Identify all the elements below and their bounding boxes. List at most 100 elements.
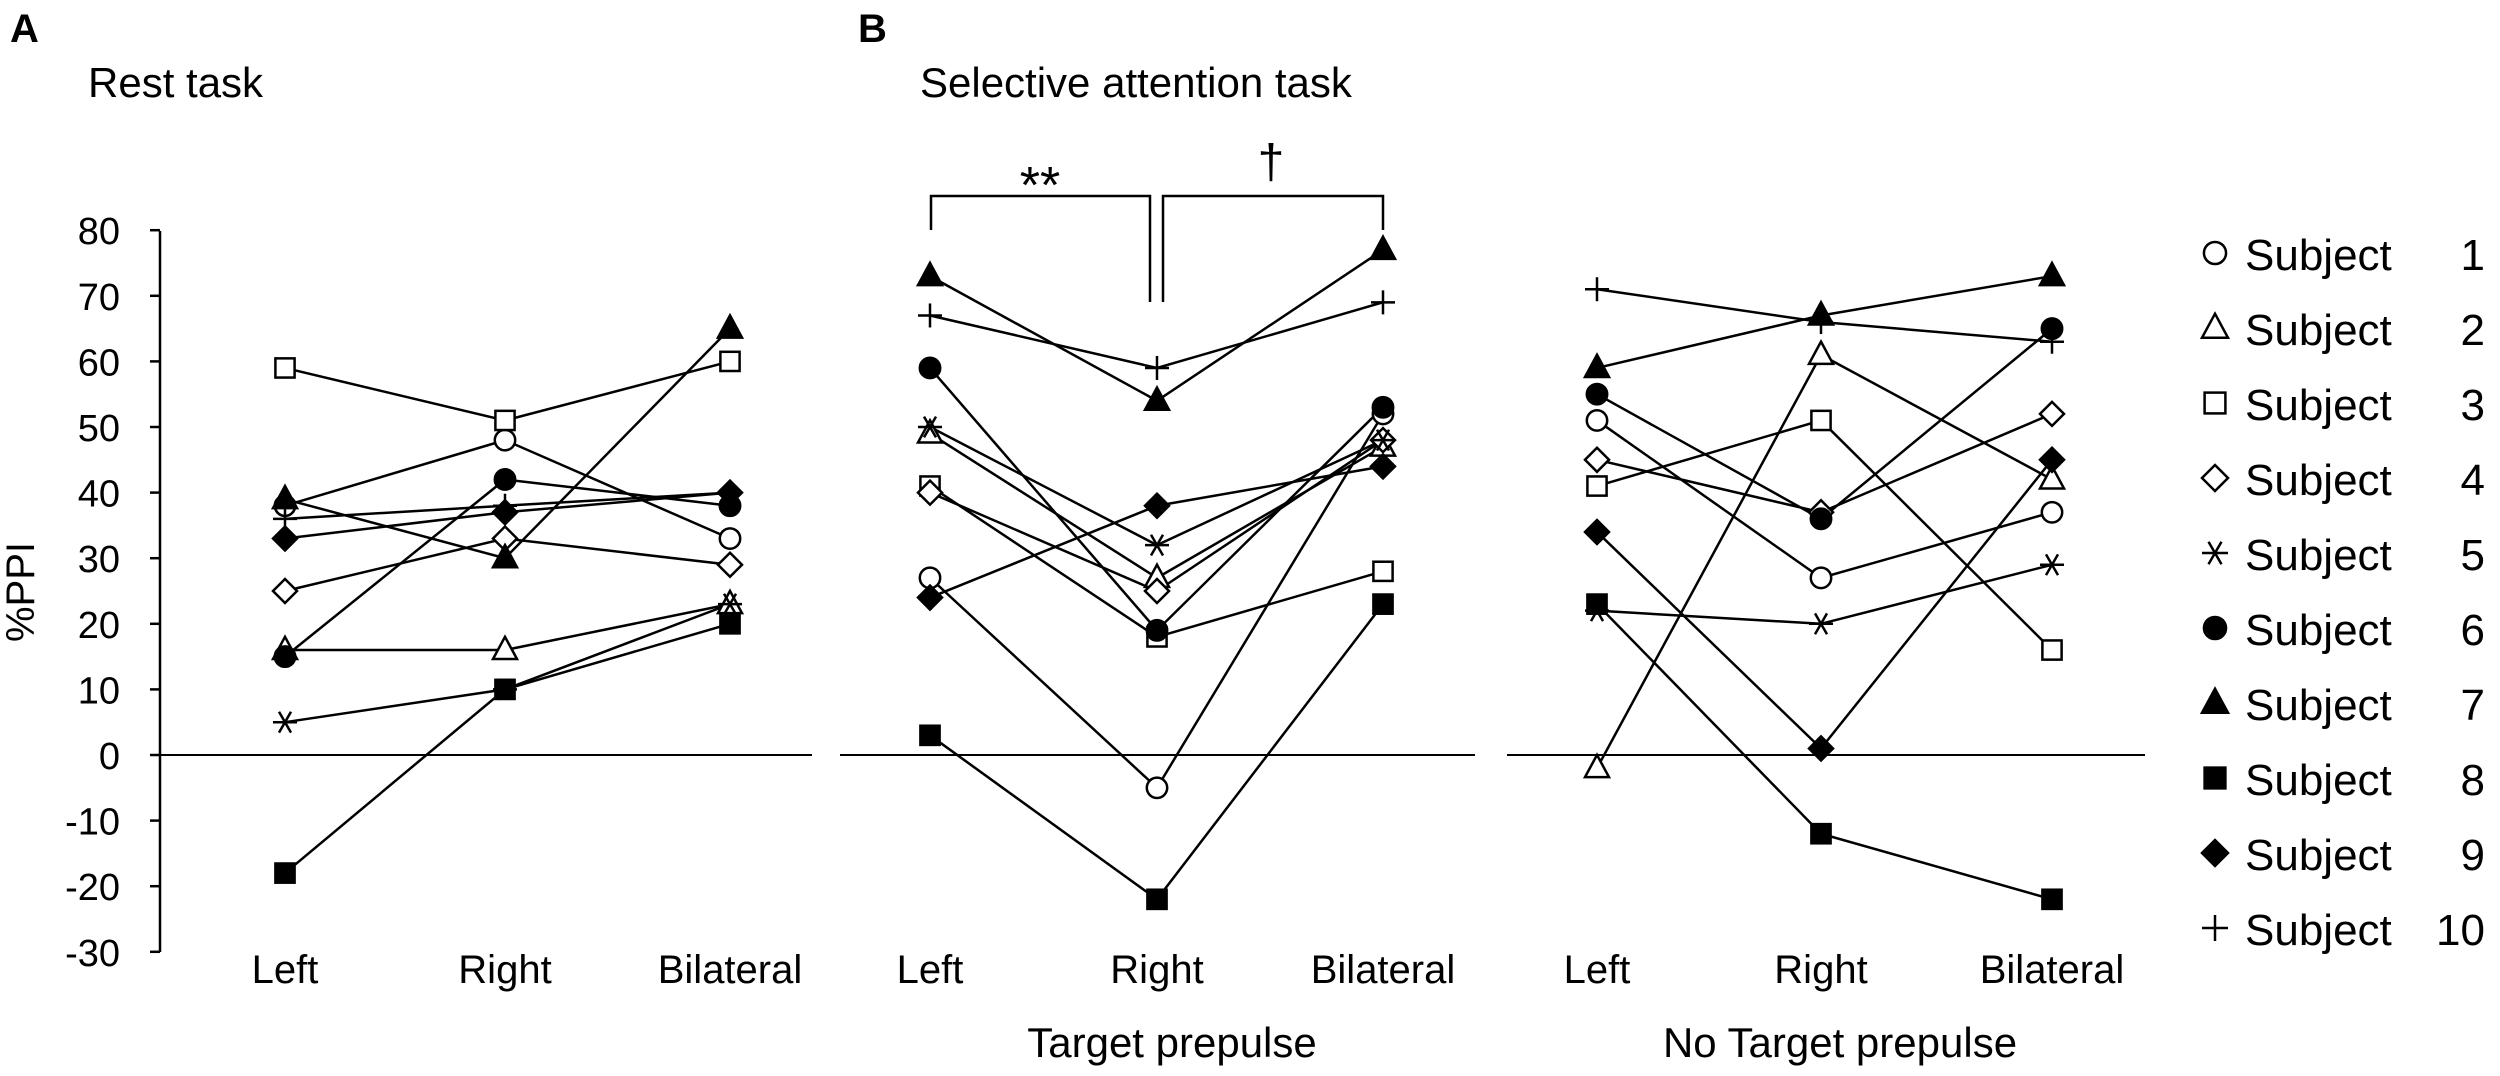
rest-point-subject-4 [716, 550, 744, 579]
rest-point-subject-4 [271, 577, 299, 605]
legend-number: 7 [2461, 681, 2485, 730]
y-tick-label: 70 [78, 277, 120, 319]
rest-series-line-subject-8 [284, 622, 731, 875]
target-point-subject-10 [1145, 355, 1169, 380]
legend-item: Subject 7 [2199, 681, 2485, 730]
y-tick-label: 60 [78, 342, 120, 384]
open-square-marker [2203, 391, 2227, 415]
selective-attention-title: Selective attention task [920, 59, 1353, 106]
rest-point-subject-3 [274, 357, 296, 379]
category-label-rest: Bilateral [658, 948, 803, 992]
target-point-subject-5 [1145, 534, 1169, 557]
plus-marker [2202, 915, 2228, 941]
target-point-subject-1 [1145, 776, 1169, 800]
rest-point-subject-7 [490, 542, 520, 569]
target-point-subject-8 [919, 724, 941, 747]
target-point-subject-7 [1142, 384, 1172, 412]
bracket-left-right [929, 194, 1152, 302]
y-axis-label: %PPI [0, 542, 43, 642]
rest-point-subject-8 [274, 862, 296, 884]
legend-number: 10 [2436, 906, 2485, 955]
target-point-subject-6 [918, 356, 942, 380]
legend-number: 3 [2461, 381, 2485, 430]
target-series-line-subject-8 [929, 603, 1384, 902]
y-tick-label: -10 [65, 802, 120, 844]
no-target-point-subject-2 [2037, 463, 2067, 490]
category-label-target: Bilateral [1311, 948, 1456, 992]
series-lines [284, 248, 2053, 902]
category-label-no-target: Right [1774, 948, 1867, 992]
rest-point-subject-8 [494, 678, 516, 701]
y-tick-label: -20 [65, 867, 120, 909]
legend-label: Subject [2245, 381, 2392, 430]
legend-number: 6 [2461, 606, 2485, 655]
no-target-point-subject-1 [1809, 566, 1833, 590]
open-triangle-marker [2199, 311, 2231, 339]
no-target-point-subject-3 [1810, 409, 1832, 432]
no-target-point-subject-8 [2041, 888, 2063, 911]
no-target-point-subject-5 [1809, 612, 1833, 635]
target-prepulse-label: Target prepulse [1027, 1019, 1317, 1066]
y-tick-label: 20 [78, 605, 120, 647]
target-point-subject-9 [1369, 452, 1397, 481]
no-target-point-subject-9 [1807, 734, 1835, 763]
legend-label: Subject [2245, 606, 2392, 655]
filled-triangle-marker [2199, 686, 2231, 714]
target-point-subject-3 [1372, 560, 1394, 583]
significance-dagger: † [1258, 136, 1285, 189]
filled-diamond-marker [2200, 838, 2230, 868]
bracket-right-bilateral [1161, 194, 1385, 302]
rest-point-subject-5 [273, 711, 297, 734]
category-label-target: Right [1110, 948, 1203, 992]
significance-double-asterisk: ** [1020, 157, 1060, 215]
legend-label: Subject [2245, 456, 2392, 505]
panel-label-a: A [10, 7, 39, 51]
category-label-no-target: Left [1564, 948, 1631, 992]
target-point-subject-4 [1143, 577, 1171, 605]
no-target-point-subject-6 [1809, 507, 1833, 531]
rest-point-subject-5 [718, 593, 742, 616]
rest-point-subject-2 [490, 634, 520, 661]
rest-point-subject-8 [719, 612, 741, 635]
rest-point-subject-10 [273, 506, 297, 531]
series-markers [270, 234, 2067, 911]
filled-square-marker [2203, 766, 2227, 790]
rest-point-subject-3 [494, 409, 516, 432]
legend-item: Subject 2 [2199, 306, 2485, 355]
rest-task-title: Rest task [88, 59, 264, 106]
category-label-rest: Right [458, 948, 551, 992]
open-circle-marker [2202, 240, 2228, 266]
target-point-subject-9 [1143, 491, 1171, 520]
no-target-point-subject-7 [2037, 260, 2067, 287]
target-point-subject-8 [1146, 888, 1168, 911]
y-tick-label: 40 [78, 474, 120, 516]
no-target-point-subject-7 [1582, 352, 1612, 379]
legend-number: 2 [2461, 306, 2485, 355]
no-target-point-subject-10 [1809, 310, 1833, 335]
no-target-point-subject-4 [1583, 446, 1611, 474]
rest-point-subject-3 [719, 350, 741, 373]
legend-label: Subject [2245, 306, 2392, 355]
no-target-point-subject-8 [1810, 822, 1832, 845]
legend-label: Subject [2245, 681, 2392, 730]
y-tick-label: 0 [99, 736, 120, 778]
filled-circle-marker [2202, 615, 2228, 641]
target-point-subject-9 [916, 583, 944, 612]
target-point-subject-6 [1371, 395, 1395, 419]
y-tick-label: -30 [65, 933, 120, 975]
no-target-point-subject-10 [2040, 329, 2064, 354]
legend-number: 9 [2461, 831, 2485, 880]
y-tick-label: 50 [78, 408, 120, 450]
no-target-point-subject-3 [2041, 639, 2063, 661]
legend-item: Subject 3 [2203, 381, 2485, 430]
legend-number: 4 [2461, 456, 2485, 505]
target-point-subject-5 [918, 415, 942, 439]
legend-item: Subject 4 [2200, 456, 2485, 505]
